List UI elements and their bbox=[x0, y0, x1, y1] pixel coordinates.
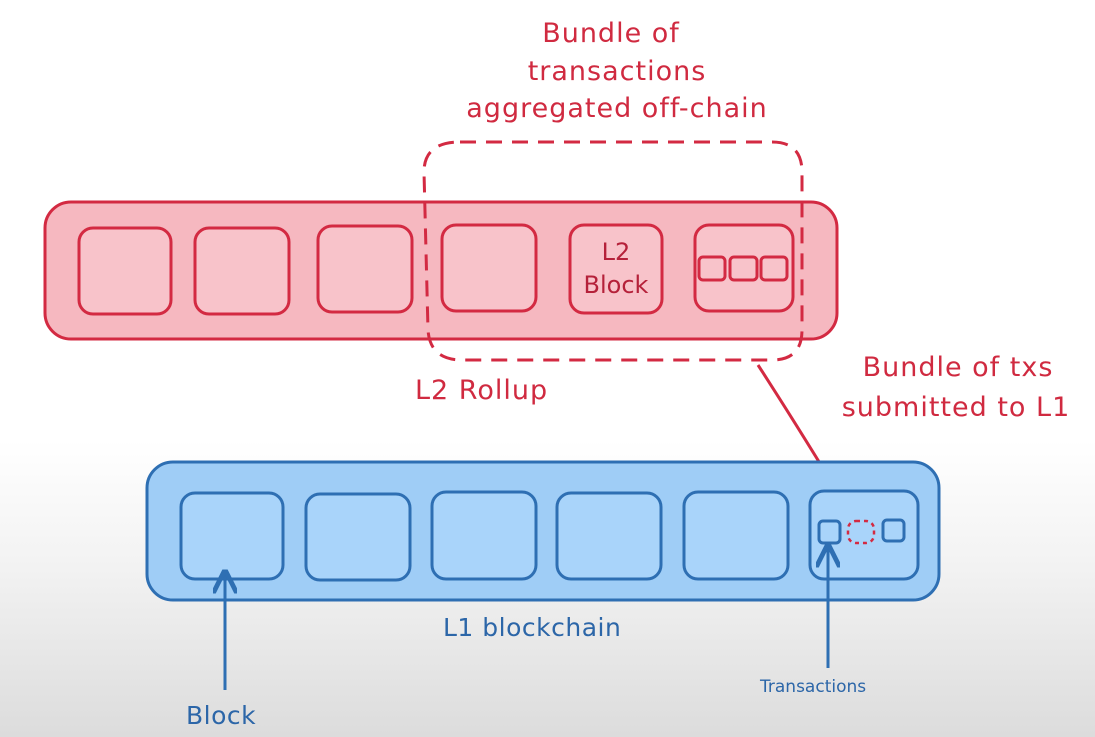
l1-blockchain bbox=[145, 460, 941, 602]
l1-block-4 bbox=[555, 491, 663, 581]
bundle-offchain-line1: Bundle of bbox=[542, 18, 680, 49]
block-annotation: Block bbox=[186, 701, 256, 730]
l2-tx-2 bbox=[728, 255, 759, 282]
bundle-submitted-line1: Bundle of txs bbox=[863, 352, 1054, 383]
l2-block-1 bbox=[77, 226, 173, 316]
l1-block-3 bbox=[430, 490, 538, 581]
l2-rollup-chain: L2 Block bbox=[43, 200, 839, 341]
l2-tx-3 bbox=[759, 255, 789, 282]
offchain-bundle-outline bbox=[422, 140, 804, 362]
l2-block-3 bbox=[316, 224, 414, 314]
bundle-submitted-line2: submitted to L1 bbox=[842, 392, 1071, 423]
l2-block-labeled bbox=[568, 223, 664, 315]
l2-block-4 bbox=[440, 223, 538, 313]
l1-block-5 bbox=[682, 490, 790, 581]
l1-blockchain-label: L1 blockchain bbox=[443, 613, 621, 642]
l1-block-1 bbox=[179, 491, 285, 581]
transactions-annotation: Transactions bbox=[759, 677, 866, 697]
l1-block-2 bbox=[304, 492, 412, 582]
l2-block-2 bbox=[193, 226, 291, 316]
bundle-offchain-line3: aggregated off-chain bbox=[466, 93, 767, 124]
l2-rollup-label: L2 Rollup bbox=[415, 375, 548, 406]
l1-tx-3 bbox=[881, 518, 906, 543]
l2-block-label-line1: L2 bbox=[602, 238, 631, 266]
l2-block-label-line2: Block bbox=[584, 271, 649, 299]
bundle-offchain-annotation: Bundle of transactions aggregated off-ch… bbox=[466, 18, 767, 124]
l1-tx-rollup-bundle bbox=[846, 519, 876, 545]
l2-tx-1 bbox=[697, 255, 727, 282]
bundle-offchain-line2: transactions bbox=[528, 56, 707, 87]
l1-tx-1 bbox=[817, 519, 842, 545]
bundle-submitted-annotation: Bundle of txs submitted to L1 bbox=[842, 352, 1071, 423]
